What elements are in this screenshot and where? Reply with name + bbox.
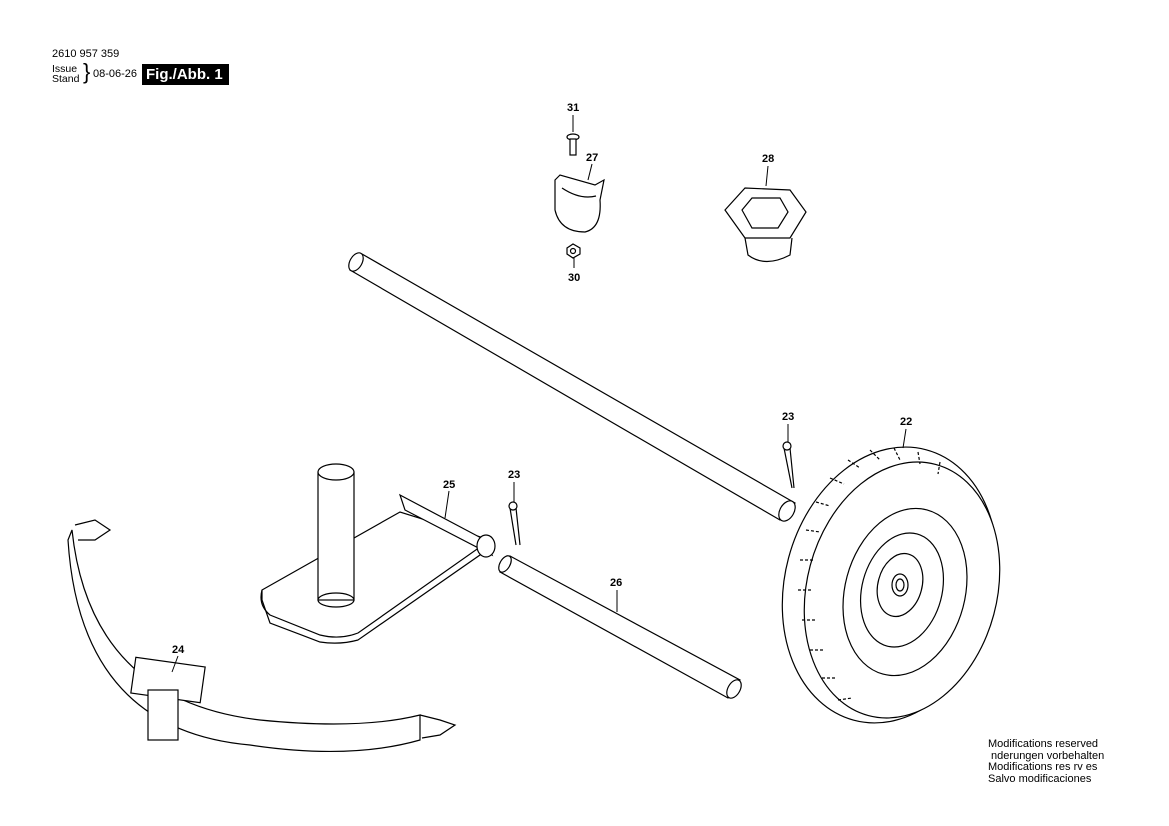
cotter-pin-right bbox=[782, 441, 795, 489]
label-23-left: 23 bbox=[508, 469, 520, 481]
label-27: 27 bbox=[586, 152, 598, 164]
hex-cap bbox=[724, 187, 807, 263]
screw bbox=[566, 133, 580, 156]
long-axle-rod bbox=[348, 252, 796, 522]
label-31: 31 bbox=[567, 102, 579, 114]
modifications-fr: Modifications res rv es bbox=[988, 761, 1098, 773]
label-30: 30 bbox=[568, 272, 580, 284]
label-25: 25 bbox=[443, 479, 455, 491]
label-24: 24 bbox=[172, 644, 185, 656]
modifications-en: Modifications reserved bbox=[988, 738, 1099, 750]
brace: } bbox=[83, 59, 91, 84]
label-22: 22 bbox=[900, 416, 912, 428]
part-number: 2610 957 359 bbox=[52, 48, 120, 60]
label-26: 26 bbox=[610, 577, 622, 589]
clip bbox=[554, 174, 605, 233]
leader-lines bbox=[171, 115, 907, 673]
issue-label: Issue bbox=[52, 63, 78, 75]
modifications-de: nderungen vorbehalten bbox=[988, 749, 1105, 762]
wheel bbox=[781, 446, 1001, 724]
label-23-right: 23 bbox=[782, 411, 794, 423]
cotter-pin-left bbox=[508, 501, 521, 546]
short-rod bbox=[498, 555, 742, 699]
modifications-notice: Modifications reserved nderungen vorbeha… bbox=[988, 738, 1105, 785]
issue-stand-label: Issue Stand bbox=[52, 63, 80, 85]
issue-date: 08-06-26 bbox=[93, 68, 138, 80]
stand-foot bbox=[260, 463, 496, 644]
stand-label: Stand bbox=[52, 73, 80, 85]
nut bbox=[566, 243, 581, 259]
figure-badge: Fig./Abb. 1 bbox=[142, 64, 229, 85]
strap bbox=[67, 519, 457, 753]
label-28: 28 bbox=[762, 153, 774, 165]
modifications-es: Salvo modificaciones bbox=[988, 772, 1092, 785]
